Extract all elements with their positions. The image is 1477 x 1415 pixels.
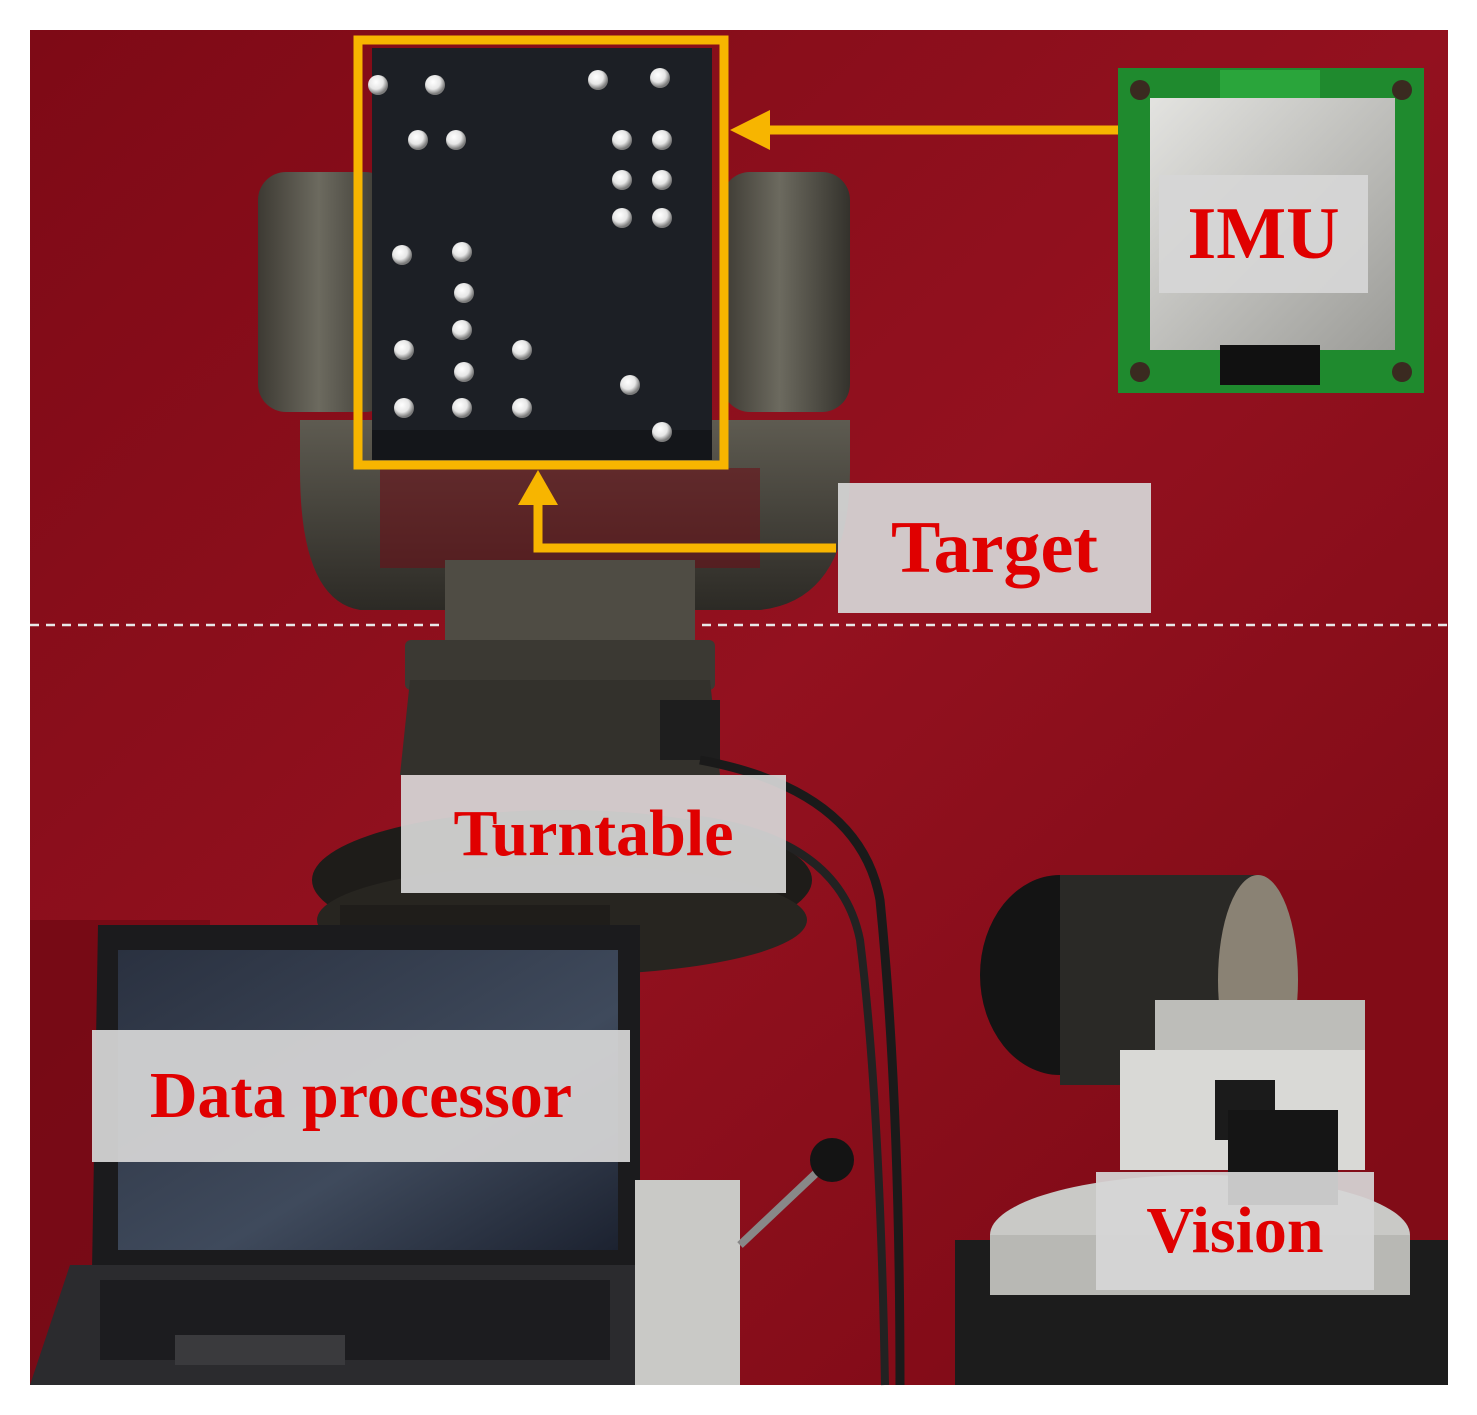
marker-dot bbox=[394, 340, 414, 360]
marker-dot bbox=[512, 398, 532, 418]
marker-dot bbox=[425, 75, 445, 95]
marker-dot bbox=[452, 398, 472, 418]
arrow-head-icon bbox=[518, 470, 558, 505]
marker-dot bbox=[368, 75, 388, 95]
target-board bbox=[372, 48, 712, 460]
stand bbox=[635, 1138, 854, 1385]
marker-dot bbox=[650, 68, 670, 88]
marker-dot bbox=[620, 375, 640, 395]
marker-dot bbox=[452, 242, 472, 262]
target-highlight-frame bbox=[353, 35, 729, 470]
marker-dot bbox=[394, 398, 414, 418]
marker-dot bbox=[612, 130, 632, 150]
marker-dot bbox=[446, 130, 466, 150]
data-processor-label: Data processor bbox=[92, 1030, 630, 1162]
marker-dot bbox=[454, 362, 474, 382]
marker-dot bbox=[408, 130, 428, 150]
marker-dot bbox=[612, 208, 632, 228]
marker-dot bbox=[652, 170, 672, 190]
marker-dot bbox=[652, 422, 672, 442]
marker-dot bbox=[612, 170, 632, 190]
imu-label: IMU bbox=[1159, 175, 1368, 293]
marker-dot bbox=[512, 340, 532, 360]
turntable-label: Turntable bbox=[401, 775, 786, 893]
arrow-head-icon bbox=[730, 110, 770, 150]
marker-dot bbox=[454, 283, 474, 303]
arrow-icon bbox=[533, 125, 1118, 553]
marker-dot bbox=[392, 245, 412, 265]
vision-camera bbox=[955, 875, 1448, 1385]
reflective-markers bbox=[368, 68, 672, 442]
vision-label: Vision bbox=[1096, 1172, 1374, 1290]
marker-dot bbox=[588, 70, 608, 90]
marker-dot bbox=[452, 320, 472, 340]
cable bbox=[699, 816, 889, 1386]
marker-dot bbox=[652, 130, 672, 150]
marker-dot bbox=[652, 208, 672, 228]
target-label: Target bbox=[838, 483, 1151, 613]
cable bbox=[699, 755, 905, 1386]
